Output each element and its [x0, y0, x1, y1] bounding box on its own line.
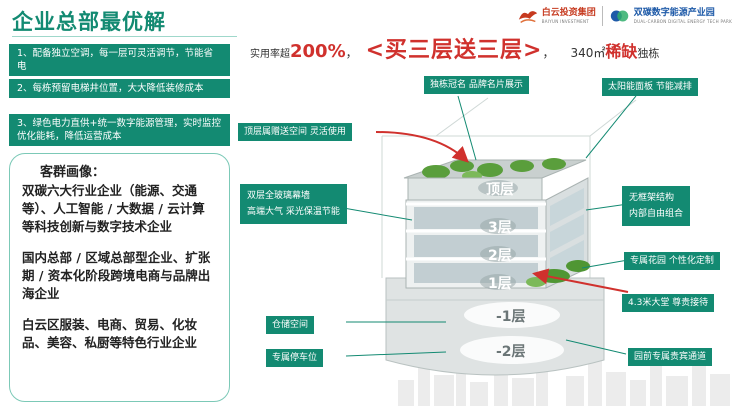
callout-storage: 仓储空间 [266, 316, 315, 334]
rooftop-greenery [422, 158, 566, 181]
audience-paragraph-3: 白云区服装、电商、贸易、化妆品、美容、私厨等特色行业企业 [22, 317, 198, 350]
partner-logo-cn: 双碳数字能源产业园 [633, 7, 715, 18]
callout-glass: 双层全玻璃幕墙 高端大气 采光保温节能 [240, 184, 347, 224]
baiyun-logo-cn: 白云投资集团 [541, 7, 596, 18]
logo-separator [601, 6, 603, 26]
partner-logo-en: DUAL-CARBON DIGITAL ENERGY TECH PARK [633, 18, 732, 24]
area-value: 340㎡ [570, 46, 606, 60]
floor-b2-label: -2层 [496, 344, 526, 360]
callout-glass-line-2: 高端大气 采光保温节能 [247, 207, 340, 217]
logo-bar: 白云投资集团 BAIYUN INVESTMENT 双碳数字能源产业园 DUAL-… [517, 6, 732, 26]
building-drawing [331, 95, 730, 406]
top-floor-band [407, 177, 543, 201]
callout-garden: 专属花园 个性化定制 [624, 252, 720, 270]
baiyun-logo-en: BAIYUN INVESTMENT [541, 18, 589, 24]
audience-paragraph-1: 双碳六大行业企业（能源、交通等）、人工智能 / 大数据 / 云计算等科技创新与数… [22, 183, 205, 234]
floor-2-label: 2层 [488, 248, 512, 264]
rooftop-arrow [375, 131, 469, 163]
floor-top-label: 顶层 [486, 182, 514, 198]
page-title: 企业总部最优解 [12, 10, 166, 34]
baiyun-logo-icon [518, 11, 537, 24]
city-skyline [398, 360, 730, 406]
audience-title: 客群画像： [40, 165, 106, 180]
feature-1: 1、配备独立空调，每一层可灵活调节，节能省电 [9, 44, 230, 76]
rate-label: 实用率超 [250, 49, 290, 60]
floor-b1-label: -1层 [496, 309, 526, 325]
callout-frameless: 无框架结构 内部自由组合 [622, 186, 691, 226]
building-glass [414, 207, 538, 283]
offer-text: <买三层送三层> [365, 38, 543, 63]
floor-badges [478, 180, 518, 290]
floor-3-label: 3层 [488, 220, 512, 236]
partner-logo: 双碳数字能源产业园 DUAL-CARBON DIGITAL ENERGY TEC… [609, 6, 732, 26]
floor-1-label: 1层 [488, 276, 512, 292]
rate-value: 200% [290, 41, 346, 62]
partner-logo-icon [610, 10, 629, 22]
baiyun-logo: 白云投资集团 BAIYUN INVESTMENT [517, 6, 596, 26]
title-divider [12, 36, 237, 37]
callout-parking: 专属停车位 [266, 349, 324, 367]
callout-naming: 独栋冠名 品牌名片展示 [424, 76, 529, 94]
basement-1-ring [464, 302, 560, 328]
headline-sep-2: ， [542, 46, 555, 60]
callout-rooftop: 顶层属赠送空间 灵活使用 [238, 123, 352, 141]
building-illustration: 独栋冠名 品牌名片展示 太阳能面板 节能减排 顶层属赠送空间 灵活使用 双层全玻… [236, 60, 740, 406]
callout-frameless-line-2: 内部自由组合 [629, 209, 684, 219]
headline: 实用率超 200% ， <买三层送三层> ， 340㎡ 稀缺 独栋 [250, 32, 659, 64]
feature-3: 3、绿色电力直供+统一数字能源管理，实时监控优化能耗，降低运营成本 [9, 114, 230, 146]
scarce-text: 稀缺 [605, 42, 638, 61]
basement-2-ring [460, 336, 564, 364]
callout-frameless-line-1: 无框架结构 [629, 193, 675, 203]
feature-2: 2、每栋预留电梯井位置，大大降低装修成本 [9, 79, 230, 98]
building-type: 独栋 [637, 47, 660, 60]
floor-slabs [406, 202, 546, 261]
audience-paragraph-2: 国内总部 / 区域总部型企业、扩张期 / 资本化阶段跨境电商与品牌出海企业 [22, 250, 211, 301]
callout-lobby: 4.3米大堂 尊贵接待 [622, 294, 715, 312]
lobby-arrow [532, 268, 629, 293]
audience-panel: 客群画像： 双碳六大行业企业（能源、交通等）、人工智能 / 大数据 / 云计算等… [9, 153, 230, 402]
headline-sep-1: ， [345, 46, 358, 60]
callout-vip: 园前专属贵宾通道 [628, 348, 713, 366]
callout-solar: 太阳能面板 节能减排 [602, 78, 698, 96]
side-glass [550, 188, 584, 278]
callout-glass-line-1: 双层全玻璃幕墙 [247, 191, 311, 201]
